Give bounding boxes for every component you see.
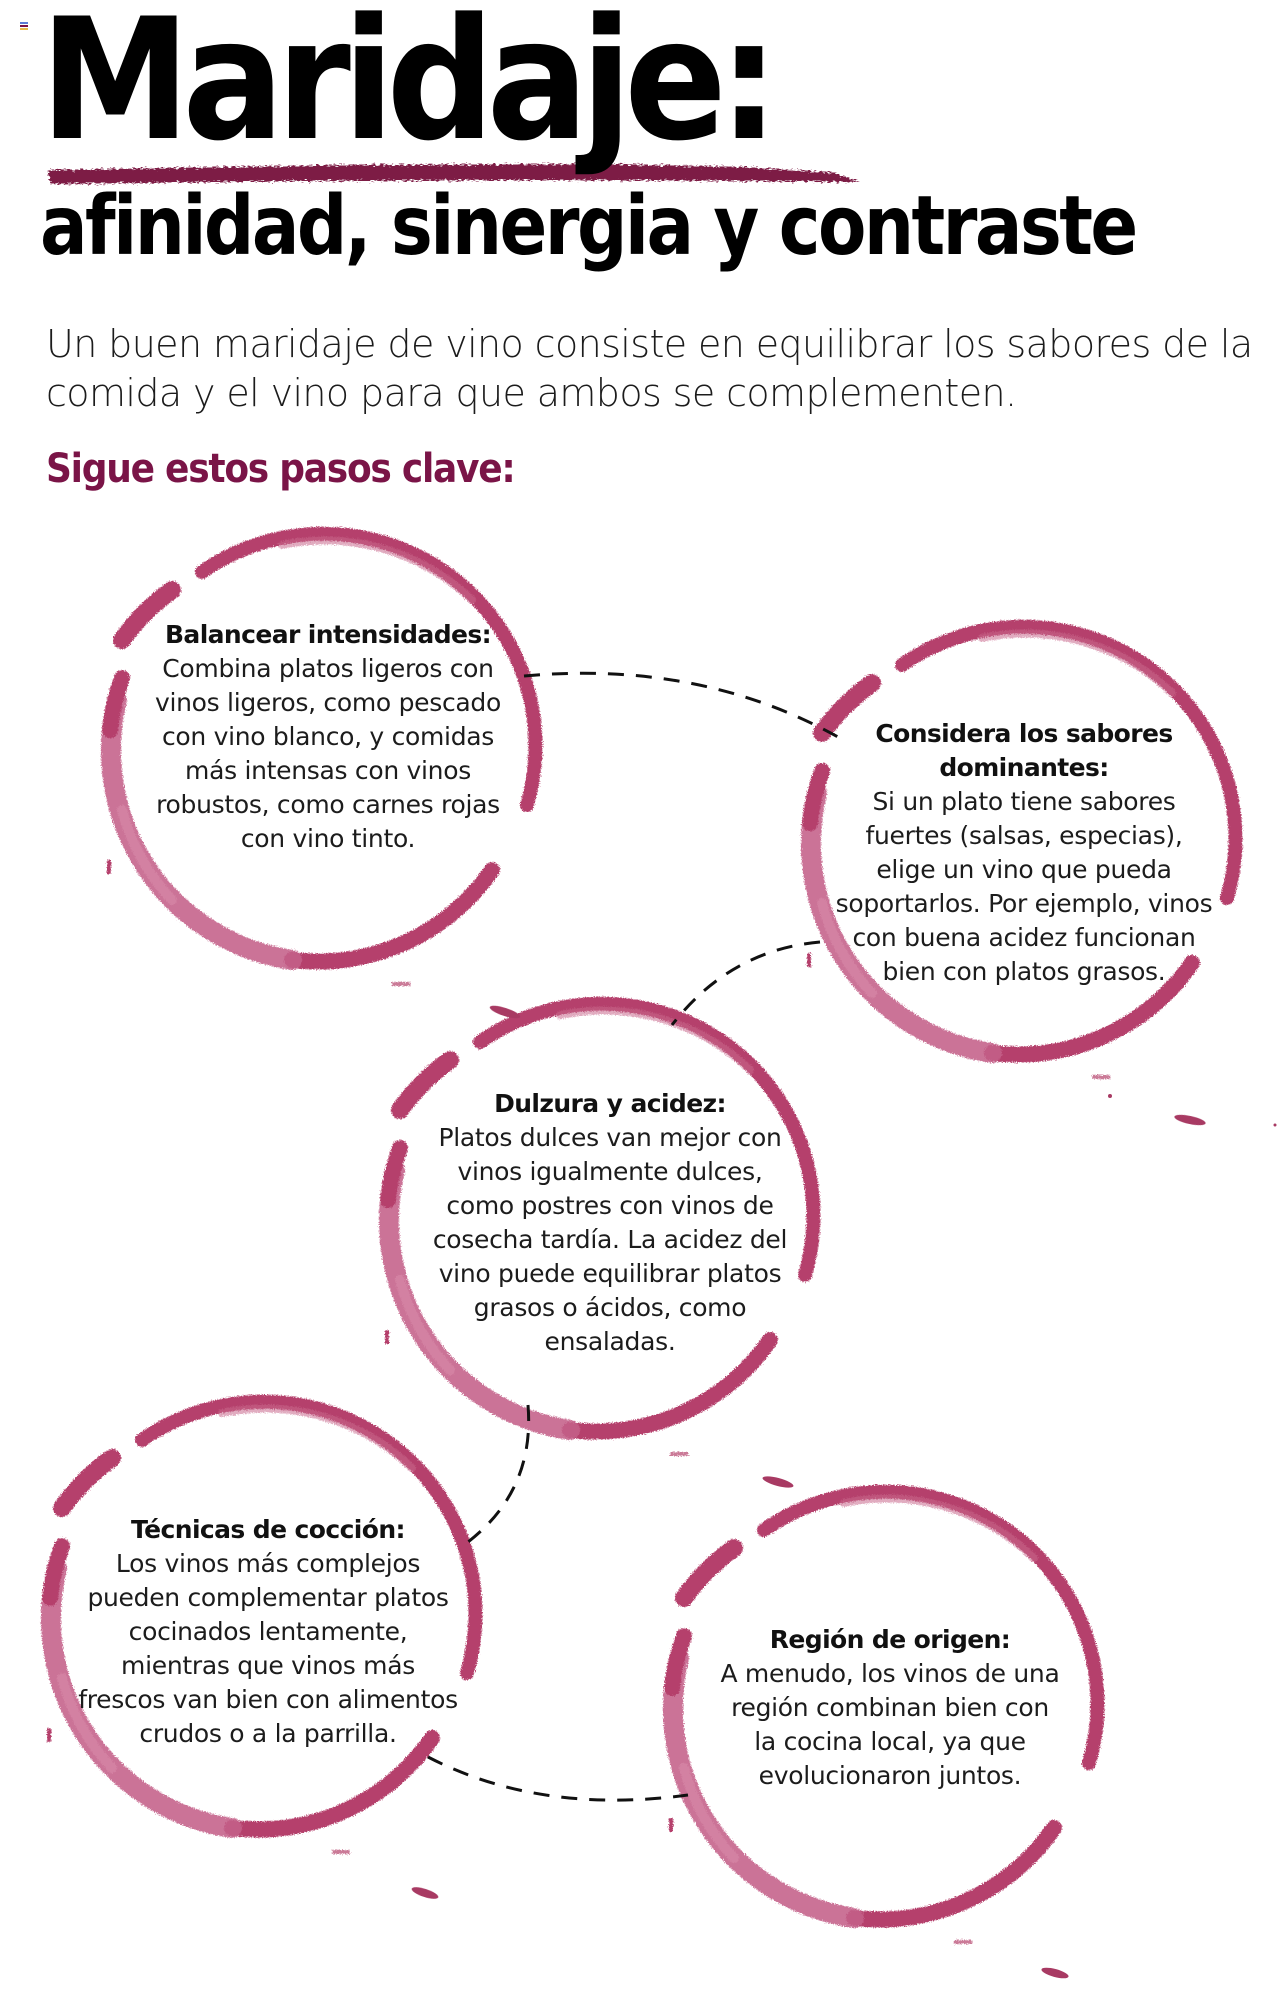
step-title: Región de origen: — [769, 1625, 1011, 1654]
page-title: Maridaje: — [40, 0, 779, 178]
step-body: A menudo, los vinos de una región combin… — [720, 1659, 1060, 1790]
step-body: Platos dulces van mejor con vinos igualm… — [432, 1123, 788, 1356]
step-region-of-origin: Región de origen: A menudo, los vinos de… — [720, 1623, 1060, 1793]
flag-icon — [20, 22, 28, 30]
intro-paragraph: Un buen maridaje de vino consiste en equ… — [46, 322, 1253, 415]
step-title: Balancear intensidades: — [164, 620, 492, 649]
page-subtitle: afinidad, sinergia y contraste — [40, 179, 1138, 274]
step-title: Considera los sabores dominantes: — [875, 719, 1173, 782]
step-body: Combina platos ligeros con vinos ligeros… — [155, 654, 501, 853]
step-dominant-flavors: Considera los sabores dominantes: Si un … — [835, 717, 1213, 989]
step-title: Dulzura y acidez: — [494, 1089, 726, 1118]
step-balance-intensities: Balancear intensidades: Combina platos l… — [143, 618, 513, 856]
step-body: Los vinos más complejos pueden complemen… — [78, 1549, 458, 1748]
dashed-connector — [427, 671, 839, 1802]
brush-underline — [48, 164, 860, 184]
step-body: Si un plato tiene sabores fuertes (salsa… — [835, 787, 1213, 986]
step-title: Técnicas de cocción: — [131, 1515, 405, 1544]
step-cooking-techniques: Técnicas de cocción: Los vinos más compl… — [78, 1513, 458, 1751]
step-sweetness-acidity: Dulzura y acidez: Platos dulces van mejo… — [420, 1087, 800, 1359]
steps-heading: Sigue estos pasos clave: — [46, 446, 516, 492]
